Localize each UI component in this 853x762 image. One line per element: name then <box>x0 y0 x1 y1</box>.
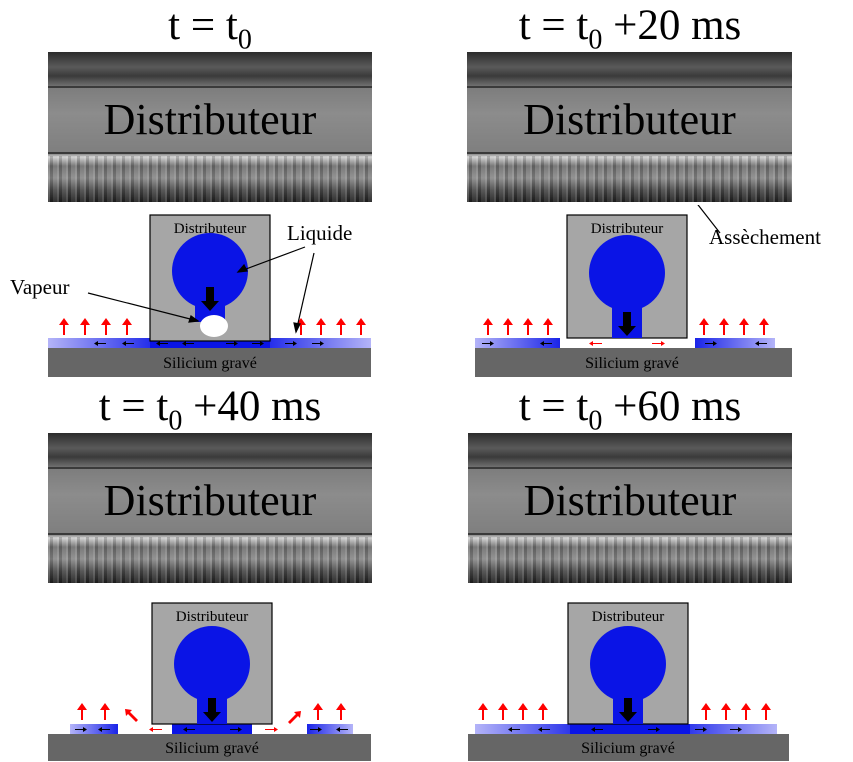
dryout-leader <box>697 205 721 234</box>
photo: Distributeur <box>48 433 372 583</box>
heat-arrows-left <box>77 703 110 720</box>
silicon-substrate <box>48 348 371 377</box>
panel-title: t = t0 +40 ms <box>98 383 322 437</box>
substrate-label: Silicium gravé <box>165 740 259 757</box>
liquid-reservoir <box>172 233 248 309</box>
flow-arrows <box>508 727 742 732</box>
liquid-film-left <box>475 724 585 734</box>
substrate-label: Silicium gravé <box>581 740 675 757</box>
annotation-vapeur: Vapeur <box>10 275 70 299</box>
dryout-arrows <box>589 341 665 346</box>
arrow-down <box>618 312 636 336</box>
panel-t40: t = t0 +40 ms Distributeur Silicium grav… <box>0 381 420 762</box>
vapor-bubble <box>200 315 228 337</box>
panel-t0: t = t0 Distributeur Silicium gravé Distr… <box>0 0 420 381</box>
liquid-reservoir <box>589 235 665 311</box>
schematic: Silicium gravé Distributeur <box>48 214 371 377</box>
silicon-substrate <box>468 734 789 761</box>
photo-texture <box>48 156 372 202</box>
photo: Distributeur <box>467 52 792 202</box>
photo: Distributeur <box>48 52 372 202</box>
schematic: Silicium gravé Distributeur <box>475 205 792 377</box>
liquid-film-left <box>475 338 560 348</box>
heat-arrows-right <box>699 318 769 335</box>
photo-label: Distributeur <box>103 476 317 525</box>
panel-t60: t = t0 +60 ms Distributeur Silicium grav… <box>420 381 840 762</box>
photo-label: Distributeur <box>103 95 317 144</box>
flow-arrows <box>94 341 324 346</box>
flow-arrows <box>482 341 767 346</box>
liquid-reservoir <box>174 626 250 702</box>
panel-title: t = t0 +20 ms <box>518 2 742 56</box>
heat-arrows-left <box>483 318 553 335</box>
arrow-down <box>201 287 219 311</box>
photo-texture <box>468 537 792 583</box>
photo-band <box>48 86 372 154</box>
liquid-film-right <box>695 338 775 348</box>
dryout-arrows <box>125 709 301 732</box>
photo-band <box>468 467 792 535</box>
photo-label: Distributeur <box>523 95 736 144</box>
photo: Distributeur <box>468 433 792 583</box>
substrate-label: Silicium gravé <box>585 355 679 372</box>
liquid-film-right <box>307 724 353 734</box>
liquid-film-center <box>172 724 252 734</box>
silicon-substrate <box>475 348 792 377</box>
heat-arrows-right <box>296 318 366 335</box>
arrow-down <box>203 698 221 722</box>
liquid-reservoir <box>590 626 666 702</box>
heat-arrows-right <box>701 703 771 720</box>
heat-arrows-right <box>313 703 346 720</box>
distributor-label: Distributeur <box>592 609 665 625</box>
photo-label: Distributeur <box>523 476 737 525</box>
schematic: Silicium gravé Distributeur <box>48 602 371 761</box>
photo-band <box>467 86 792 154</box>
annotation-liquide: Liquide <box>287 221 353 245</box>
photo-texture <box>467 156 792 202</box>
flow-arrows <box>75 727 348 732</box>
distributor-label: Distributeur <box>174 221 247 237</box>
photo-texture <box>48 537 372 583</box>
substrate-label: Silicium gravé <box>163 355 257 372</box>
schematic: Silicium gravé Distributeur <box>468 602 789 761</box>
distributor-label: Distributeur <box>176 609 249 625</box>
photo-band <box>48 467 372 535</box>
panel-title: t = t0 +60 ms <box>518 383 742 437</box>
liquid-film-right <box>675 724 777 734</box>
liquid-film-center <box>570 724 690 734</box>
liquid-film-center <box>150 338 270 348</box>
panel-title: t = t0 <box>168 2 252 56</box>
silicon-substrate <box>48 734 371 761</box>
arrow-down <box>619 698 637 722</box>
panel-t20: t = t0 +20 ms Distributeur Silicium grav… <box>420 0 840 381</box>
liquid-film-left <box>70 724 118 734</box>
heat-arrows-left <box>59 318 132 335</box>
distributor-label: Distributeur <box>591 221 664 237</box>
annotation-assechement: Assèchement <box>709 225 821 249</box>
heat-arrows-left <box>478 703 548 720</box>
annotation-leaders <box>87 246 315 334</box>
